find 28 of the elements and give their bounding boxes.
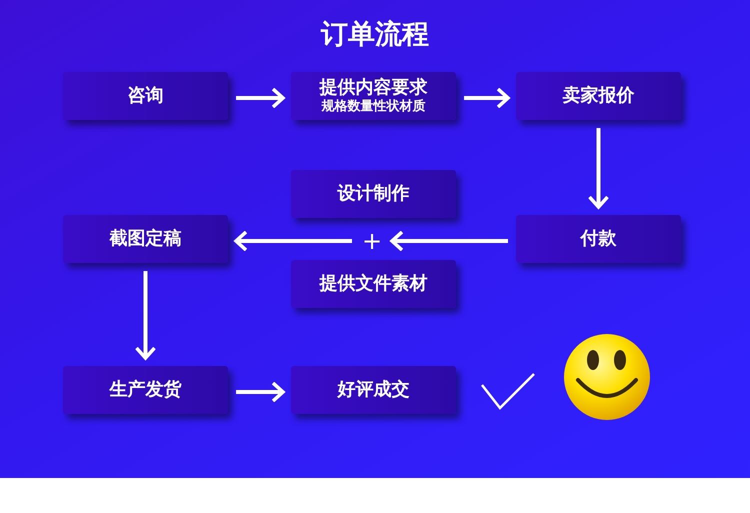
process-box <box>291 260 456 308</box>
arrow <box>236 87 285 109</box>
diagram-title: 订单流程 <box>320 18 430 52</box>
process-box <box>63 366 228 414</box>
arrow <box>236 381 285 403</box>
process-box <box>516 215 681 263</box>
arrow <box>464 87 510 109</box>
arrow <box>234 230 352 252</box>
process-box <box>63 72 228 120</box>
arrow <box>134 271 156 360</box>
step-label: 咨询 <box>128 85 164 107</box>
step-label: 设计制作 <box>338 183 410 205</box>
process-box <box>516 72 681 120</box>
step-label: 截图定稿 <box>110 228 182 250</box>
process-box <box>291 72 456 120</box>
plus-sign: + <box>352 226 392 256</box>
step-label: 付款 <box>580 228 616 250</box>
process-box <box>291 366 456 414</box>
arrow <box>390 230 508 252</box>
step-label: 提供文件素材 <box>320 273 428 295</box>
step-label: 生产发货 <box>110 379 182 401</box>
step-label: 好评成交 <box>338 379 410 401</box>
arrow <box>588 128 610 209</box>
process-box <box>291 170 456 218</box>
step-label: 卖家报价 <box>562 85 634 107</box>
step-label: 提供内容要求 <box>320 77 428 99</box>
detail-text: 规格数量性状材质 <box>322 99 426 115</box>
process-box <box>63 215 228 263</box>
